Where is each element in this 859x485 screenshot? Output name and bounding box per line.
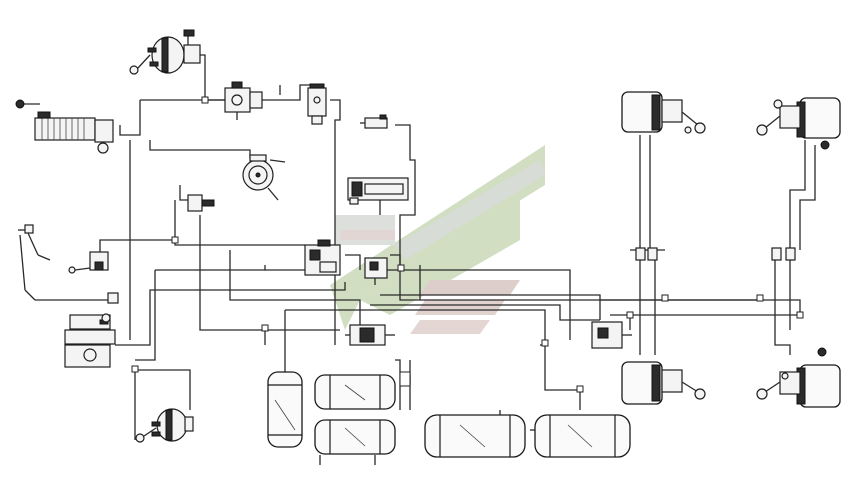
moisture-separator xyxy=(307,83,327,125)
air-tank-1 xyxy=(314,374,396,410)
trailer-control-valve xyxy=(591,321,632,349)
junction-marker xyxy=(576,385,584,393)
brake-pedal-valve xyxy=(18,224,119,304)
relay-valve xyxy=(304,239,341,276)
air-tank-4 xyxy=(534,414,631,458)
junction-marker xyxy=(756,294,764,302)
junction-marker xyxy=(261,324,269,332)
hand-brake-valve xyxy=(360,114,388,129)
four-circuit-valve xyxy=(345,324,395,346)
spring-brake-chamber-bottom-mid xyxy=(621,361,706,405)
junction-marker xyxy=(131,365,139,373)
connector-blocks-right xyxy=(635,247,796,261)
watermark-pink-bar-1 xyxy=(420,280,520,295)
spring-brake-chamber-top-right xyxy=(756,97,841,150)
air-tank-3 xyxy=(424,414,526,458)
spring-brake-chamber-bottom-right xyxy=(756,347,841,408)
junction-marker xyxy=(397,264,405,272)
junction-marker xyxy=(399,371,411,387)
brake-chamber-bottom-left xyxy=(135,408,194,443)
junction-marker xyxy=(796,311,804,319)
accelerator-valve xyxy=(364,257,388,285)
junction-marker xyxy=(541,339,549,347)
air-tank-vertical xyxy=(267,371,303,448)
junction-marker xyxy=(171,236,179,244)
spring-brake-chamber-top-mid xyxy=(621,91,706,134)
junction-marker xyxy=(661,294,669,302)
watermark-pink-bar-3 xyxy=(410,320,490,334)
compressor xyxy=(15,99,114,154)
valve-block-middle xyxy=(347,177,409,205)
junction-marker xyxy=(626,311,634,319)
pressure-regulator xyxy=(224,81,263,120)
pressure-gauge xyxy=(242,154,286,201)
watermark-pink-bar-4 xyxy=(340,230,395,240)
air-tank-2 xyxy=(314,419,396,455)
watermark-gray-chevron xyxy=(395,160,545,260)
junctions xyxy=(131,96,804,393)
protection-valve xyxy=(64,313,116,368)
junction-marker xyxy=(201,96,209,104)
watermark-pink-bar-2 xyxy=(415,300,505,315)
small-valve-left xyxy=(187,194,215,212)
brake-chamber-top-left xyxy=(129,29,201,75)
